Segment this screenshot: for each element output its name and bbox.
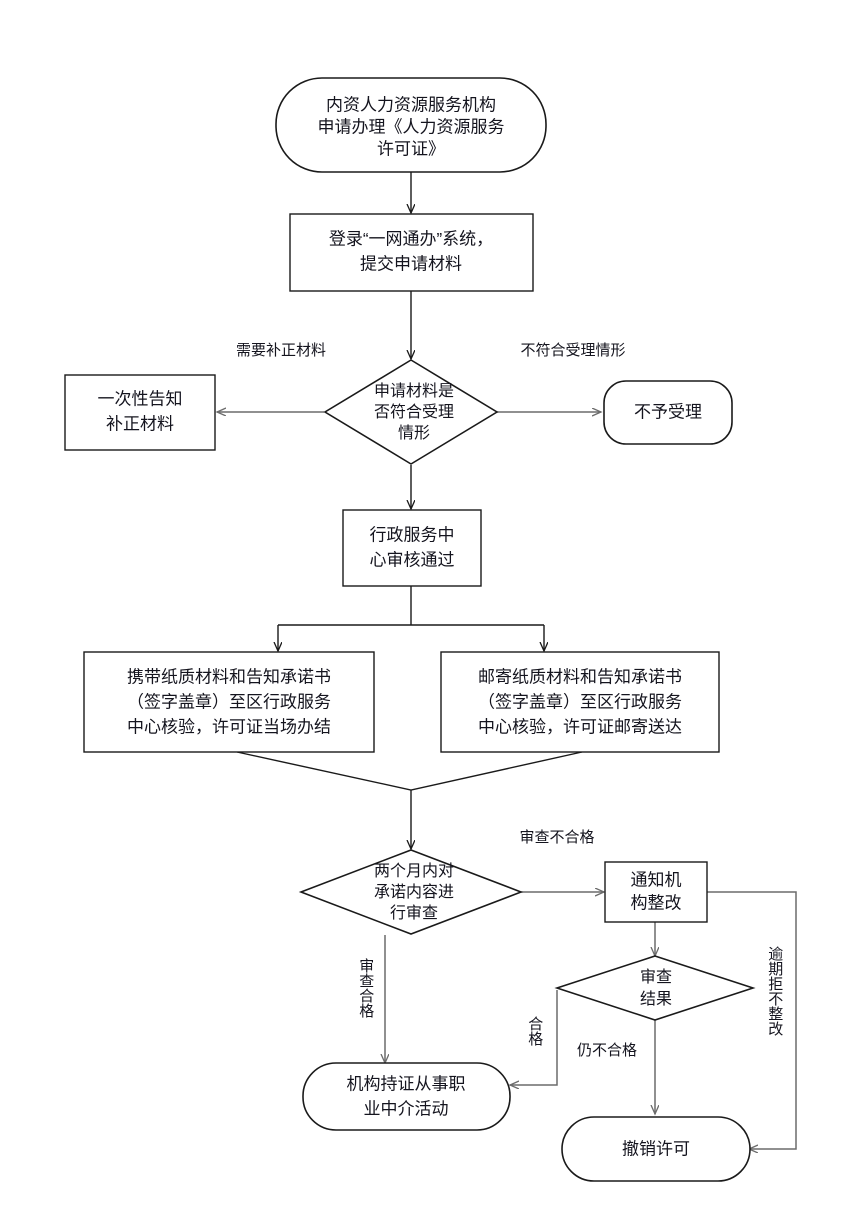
edge-label-need-supplement: 需要补正材料 [236, 342, 326, 359]
node-mail-in [440, 651, 720, 753]
edge-overdue-to-revoke [707, 891, 797, 1149]
node-review-result [554, 955, 756, 1021]
node-notify-supplement [64, 374, 216, 451]
node-start-line-2: 申请办理《人力资源服务 [318, 117, 505, 136]
node-review-result-line-2: 结果 [640, 990, 672, 1008]
edge-label-not-meet-acceptance: 不符合受理情形 [520, 342, 625, 359]
node-decision-accept-line-3: 情形 [398, 424, 430, 442]
node-decision-accept-line-2: 否符合受理 [374, 403, 454, 421]
node-bring-line-3: 中心核验，许可证当场办结 [127, 717, 331, 736]
node-bring-line-1: 携带纸质材料和告知承诺书 [127, 667, 331, 686]
edge-label-qualified: 合格 [526, 1016, 544, 1046]
node-submit-line-1: 登录“一网通办”系统， [329, 229, 493, 248]
node-start-line-3: 许可证》 [377, 139, 445, 158]
edge-label-review-failed: 审查不合格 [519, 829, 594, 846]
node-start [275, 77, 547, 173]
edge-center-split-bar [278, 586, 544, 626]
edge-result-qualified-to-operate [510, 990, 558, 1085]
node-two-month-line-2: 承诺内容进 [374, 883, 454, 901]
node-operate-line-1: 机构持证从事职 [347, 1074, 466, 1093]
node-revoke-line-1: 撤销许可 [622, 1139, 690, 1158]
node-operate-with-license [302, 1062, 511, 1131]
node-notify-supplement-line-1: 一次性告知 [98, 389, 183, 408]
node-bring-line-2: （签字盖章）至区行政服务 [127, 692, 331, 711]
node-two-month-review [298, 849, 524, 935]
node-center-approved [342, 509, 482, 587]
node-bring-in-person [83, 651, 375, 753]
node-start-line-1: 内资人力资源服务机构 [326, 95, 496, 114]
node-center-approved-line-2: 心审核通过 [370, 550, 455, 569]
edge-label-still-unqualified: 仍不合格 [577, 1042, 637, 1059]
edge-merge-v [236, 751, 583, 791]
node-reject-accept-line-1: 不予受理 [634, 402, 702, 421]
node-two-month-line-3: 行审查 [390, 904, 438, 922]
edge-label-review-passed: 审查合格 [357, 958, 375, 1018]
node-submit [289, 213, 534, 292]
node-mail-line-3: 中心核验，许可证邮寄送达 [478, 717, 682, 736]
node-notify-rectify [604, 861, 708, 923]
node-decision-accept [323, 359, 499, 465]
edge-label-overdue-refuse: 逾期拒不整改 [766, 946, 784, 1036]
node-reject-accept [603, 380, 733, 445]
node-revoke-license [561, 1116, 751, 1182]
node-submit-line-2: 提交申请材料 [360, 254, 462, 273]
node-operate-line-2: 业中介活动 [364, 1099, 449, 1118]
node-mail-line-2: （签字盖章）至区行政服务 [478, 692, 682, 711]
node-notify-rectify-line-1: 通知机 [631, 870, 682, 889]
node-center-approved-line-1: 行政服务中 [370, 525, 455, 544]
node-two-month-line-1: 两个月内对 [374, 862, 454, 880]
node-notify-rectify-line-2: 构整改 [631, 893, 682, 912]
node-notify-supplement-line-2: 补正材料 [106, 414, 174, 433]
node-review-result-line-1: 审查 [640, 968, 672, 986]
node-decision-accept-line-1: 申请材料是 [374, 382, 454, 400]
node-mail-line-1: 邮寄纸质材料和告知承诺书 [478, 667, 682, 686]
